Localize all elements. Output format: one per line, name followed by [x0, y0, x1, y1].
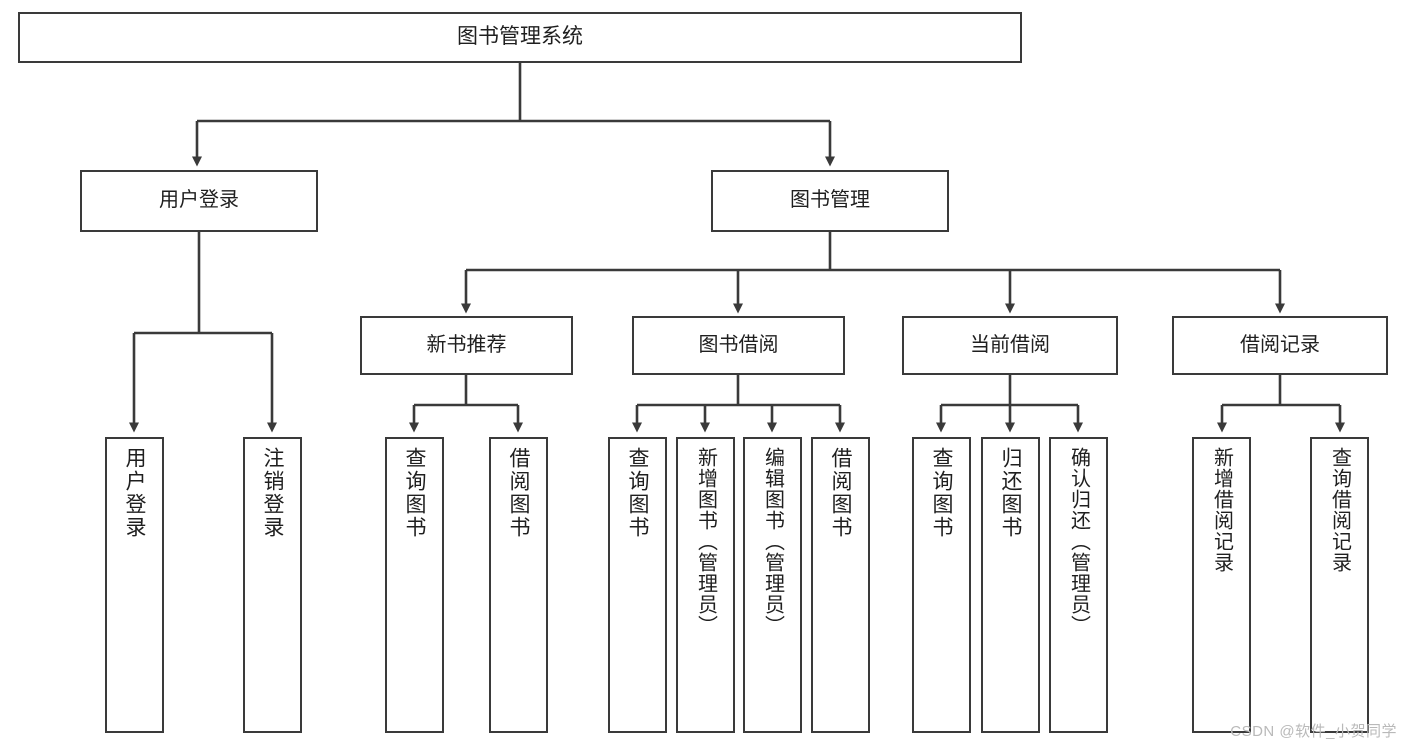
node-label: 新增图书（管理员） [694, 447, 717, 636]
leaf-logout[interactable]: 注销登录 [243, 437, 302, 733]
node-label: 编辑图书（管理员） [761, 447, 784, 636]
node-label: 查询借阅记录 [1328, 447, 1351, 573]
node-label: 图书管理系统 [457, 25, 583, 49]
node-new-book-recommendation[interactable]: 新书推荐 [360, 316, 573, 375]
node-label: 注销登录 [261, 447, 284, 539]
leaf-borrow-book[interactable]: 借阅图书 [811, 437, 870, 733]
leaf-query-book-current[interactable]: 查询图书 [912, 437, 971, 733]
node-label: 借阅图书 [507, 447, 530, 539]
leaf-query-book-recommend[interactable]: 查询图书 [385, 437, 444, 733]
node-book-management[interactable]: 图书管理 [711, 170, 949, 232]
node-label: 当前借阅 [970, 333, 1050, 356]
node-borrowing-record[interactable]: 借阅记录 [1172, 316, 1388, 375]
leaf-edit-book-admin[interactable]: 编辑图书（管理员） [743, 437, 802, 733]
node-book-borrowing[interactable]: 图书借阅 [632, 316, 845, 375]
node-label: 用户登录 [123, 447, 146, 539]
leaf-query-book-borrow[interactable]: 查询图书 [608, 437, 667, 733]
node-label: 查询图书 [626, 447, 649, 539]
node-label: 查询图书 [403, 447, 426, 539]
node-label: 归还图书 [999, 447, 1022, 539]
leaf-add-book-admin[interactable]: 新增图书（管理员） [676, 437, 735, 733]
node-label: 图书借阅 [698, 333, 779, 356]
node-label: 确认归还（管理员） [1067, 447, 1090, 636]
node-root-book-management-system[interactable]: 图书管理系统 [18, 12, 1022, 63]
node-label: 用户登录 [159, 189, 239, 212]
node-user-login[interactable]: 用户登录 [80, 170, 318, 232]
csdn-watermark: CSDN @软件_小贺同学 [1230, 723, 1397, 740]
node-label: 新书推荐 [426, 333, 507, 356]
node-label: 图书管理 [790, 189, 870, 212]
leaf-user-login[interactable]: 用户登录 [105, 437, 164, 733]
leaf-return-book[interactable]: 归还图书 [981, 437, 1040, 733]
node-label: 查询图书 [930, 447, 953, 539]
leaf-borrow-book-recommend[interactable]: 借阅图书 [489, 437, 548, 733]
node-label: 借阅记录 [1240, 333, 1320, 356]
leaf-query-borrow-record[interactable]: 查询借阅记录 [1310, 437, 1369, 733]
node-label: 新增借阅记录 [1210, 447, 1233, 573]
leaf-confirm-return-admin[interactable]: 确认归还（管理员） [1049, 437, 1108, 733]
leaf-add-borrow-record[interactable]: 新增借阅记录 [1192, 437, 1251, 733]
node-label: 借阅图书 [829, 447, 852, 539]
node-current-borrowing[interactable]: 当前借阅 [902, 316, 1118, 375]
